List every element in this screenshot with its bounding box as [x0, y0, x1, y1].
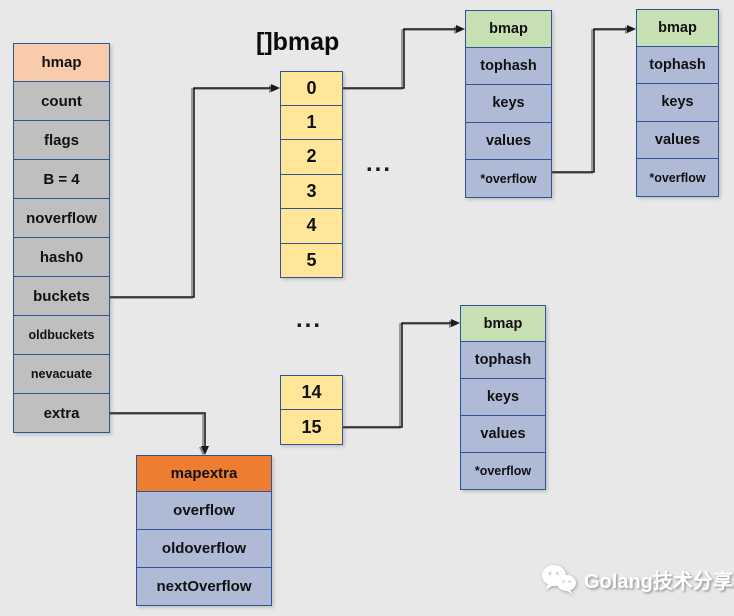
bucket-index-cell: 0 [280, 71, 343, 106]
bmap-field: values [465, 122, 552, 161]
arrow-bucket15-to-bmap3 [343, 319, 460, 428]
bmap-header: bmap [465, 10, 552, 48]
bucket-index-cell: 5 [280, 243, 343, 278]
arrow-bucket0-to-bmap1 [343, 25, 465, 89]
hmap-field: flags [13, 121, 110, 160]
watermark-text: Golang技术分享 [584, 570, 733, 593]
bmap-field: keys [460, 379, 546, 416]
ellipsis-bottom: ... [296, 306, 323, 333]
bmap-field: tophash [636, 46, 719, 85]
bucket-index-cell: 2 [280, 140, 343, 175]
bmap-field: tophash [465, 47, 552, 86]
bmap-field: tophash [460, 342, 546, 379]
mapextra-field: oldoverflow [136, 530, 272, 568]
bmap-field: values [460, 416, 546, 453]
hmap-field: count [13, 82, 110, 121]
arrow-overflow-to-bmap2 [552, 25, 636, 173]
bmap-array-title: []bmap [256, 28, 340, 56]
bucket-index-cell: 14 [280, 375, 343, 410]
hmap-field: B = 4 [13, 160, 110, 199]
bmap-field: *overflow [636, 159, 719, 197]
bmap-field: *overflow [460, 453, 546, 490]
hmap-field: noverflow [13, 199, 110, 238]
wechat-icon [542, 565, 576, 594]
bmap-field: keys [465, 85, 552, 123]
bucket-index-cell: 3 [280, 174, 343, 209]
hmap-field: extra [13, 394, 110, 433]
bmap-field: *overflow [465, 160, 552, 198]
bucket-index-cell: 4 [280, 209, 343, 244]
bucket-index-cell: 1 [280, 105, 343, 140]
ellipsis-top: ... [366, 150, 393, 177]
watermark: Golang技术分享 [541, 563, 733, 595]
bmap-header: bmap [460, 305, 546, 342]
arrow-buckets-to-array [110, 84, 280, 298]
hmap-field: oldbuckets [13, 316, 110, 355]
bucket-index-cell: 15 [280, 410, 343, 445]
bmap-field: keys [636, 84, 719, 122]
mapextra-field: overflow [136, 492, 272, 530]
hmap-field: hash0 [13, 238, 110, 277]
hmap-field: buckets [13, 277, 110, 316]
arrow-extra-to-mapextra [110, 412, 209, 455]
mapextra-field: nextOverflow [136, 568, 272, 606]
mapextra-header: mapextra [136, 455, 272, 492]
bmap-field: values [636, 121, 719, 160]
hmap-header: hmap [13, 43, 110, 82]
hmap-field: nevacuate [13, 355, 110, 394]
bmap-header: bmap [636, 9, 719, 47]
